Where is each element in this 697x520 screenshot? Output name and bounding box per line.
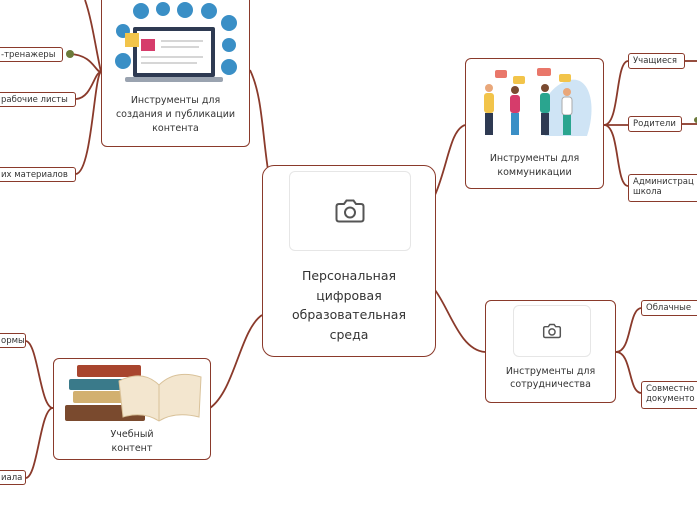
people-talking-illustration — [484, 68, 592, 136]
leaf-students[interactable]: Учащиеся — [628, 53, 685, 69]
branch-title-line: сотрудничества — [510, 379, 591, 390]
leaf-joint-documents[interactable]: Совместно документо — [641, 381, 697, 409]
camera-icon — [335, 199, 365, 223]
image-placeholder — [289, 171, 411, 251]
leaf-cloud[interactable]: Облачные — [641, 300, 697, 316]
laptop-illustration — [115, 2, 237, 82]
branch-title-line: контент — [111, 443, 153, 454]
branch-title-line: Инструменты для — [505, 366, 596, 377]
branch-communication[interactable]: Инструменты для коммуникации — [465, 58, 604, 189]
branch-title-line: создания и публикации — [115, 109, 236, 120]
leaf-line: документо — [646, 394, 695, 404]
center-title-line: образовательная — [292, 307, 406, 322]
branch-collaboration[interactable]: Инструменты для сотрудничества — [485, 300, 616, 403]
branch-title-line: контента — [152, 123, 199, 134]
books-illustration — [65, 365, 202, 422]
leaf-worksheets[interactable]: рабочие листы — [0, 92, 76, 107]
leaf-forms[interactable]: ормы — [0, 333, 26, 348]
leaf-materials[interactable]: их материалов — [0, 167, 76, 182]
branch-title-line: Инструменты для — [489, 153, 580, 164]
leaf-parents[interactable]: Родители — [628, 116, 682, 132]
center-title-line: среда — [329, 326, 369, 342]
branch-title-line: Учебный — [110, 429, 154, 440]
leaf-line: школа — [633, 187, 662, 197]
leaf-material[interactable]: иала — [0, 470, 26, 485]
leaf-line: Совместно — [646, 384, 695, 394]
center-title-line: цифровая — [316, 287, 382, 303]
camera-icon — [542, 323, 562, 339]
center-title-line: Персональная — [301, 268, 397, 283]
branch-learning-content[interactable]: Учебный контент — [53, 358, 211, 460]
knot-icon — [694, 117, 697, 123]
leaf-line: Администрац — [633, 177, 694, 187]
leaf-administration[interactable]: Администрац школа — [628, 174, 697, 202]
leaf-trainers[interactable]: -тренажеры — [0, 47, 63, 62]
center-node[interactable]: Персональная цифровая образовательная ср… — [262, 165, 436, 357]
knot-icon — [66, 50, 74, 58]
image-placeholder — [513, 305, 591, 357]
branch-title-line: Инструменты для — [130, 95, 221, 106]
branch-title-line: коммуникации — [497, 167, 572, 178]
branch-content-tools[interactable]: Инструменты для создания и публикации ко… — [101, 0, 250, 147]
